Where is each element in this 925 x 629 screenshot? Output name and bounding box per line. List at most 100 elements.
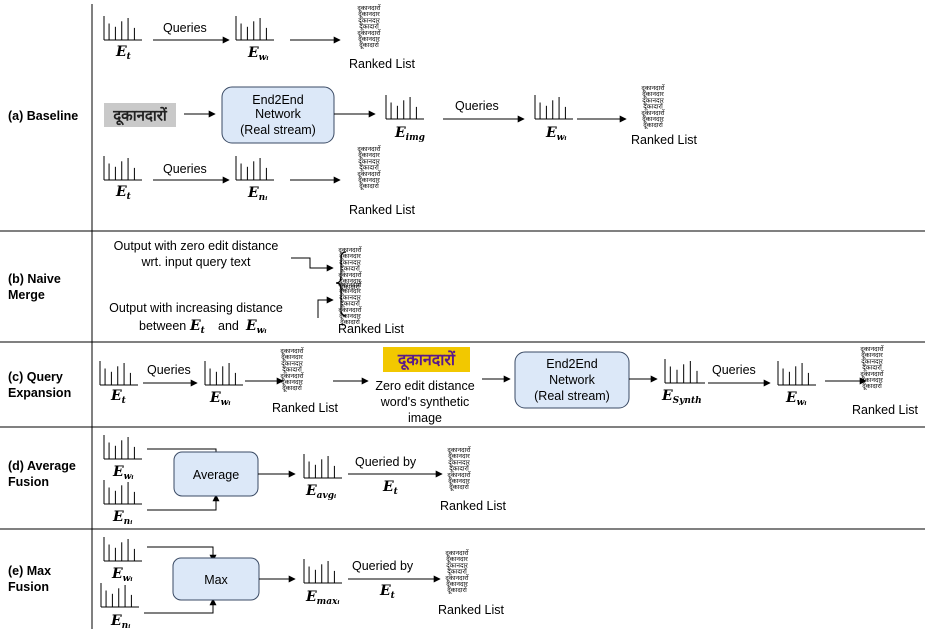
embedding-label-E-ni-a3: Enᵢ — [247, 185, 267, 203]
histogram-E-wi-c2 — [777, 361, 816, 386]
embedding-subscript: t — [391, 591, 396, 601]
histogram-E-ni-a3 — [235, 156, 274, 181]
embedding-symbol: Ewᵢ — [245, 318, 267, 336]
section-label-average-fusion-2: Fusion — [8, 475, 49, 489]
ranked-list-word: दूकादारों — [340, 300, 360, 308]
embedding-label-E-wi-c: Ewᵢ — [209, 390, 231, 408]
embedding-symbol: Enᵢ — [110, 613, 130, 629]
embedding-main: E — [111, 566, 123, 582]
ranked-list-word: दूकानदारों — [357, 145, 381, 153]
arrow-increasing — [317, 296, 334, 318]
ranked-list-word: दूकादारों — [447, 586, 467, 594]
section-label-query-expansion-2: Expansion — [8, 386, 71, 400]
ranked-list-word: दूकानदारों — [447, 471, 471, 479]
embedding-main: E — [661, 388, 673, 404]
arrow-E-wi-to-max — [147, 546, 217, 562]
ranked-list-word: दूकानदारों — [338, 271, 362, 279]
embedding-label-E-wi-d: Ewᵢ — [112, 464, 134, 482]
histogram-E-wi-a1 — [235, 16, 274, 41]
histogram-E-avg-d — [303, 454, 342, 479]
embedding-main: E — [382, 479, 394, 495]
histogram-E-img-a — [385, 95, 424, 120]
ranked-list-word: दूकादारों — [359, 164, 379, 172]
embedding-subscript: t — [127, 52, 132, 62]
word-image-synthetic: दूकानदारों — [383, 347, 470, 372]
embedding-subscript: wᵢ — [124, 472, 134, 482]
embedding-subscript: nᵢ — [259, 193, 268, 203]
ranked-list-word: दूकानदारों — [641, 84, 665, 92]
queries-label-a3: Queries — [163, 162, 207, 176]
end2end-box-text-a-2: Network — [255, 107, 302, 121]
ranked-list-e: दूकानदारोंदूकानदारदूकानदारदूकादारोंदूकान… — [445, 549, 469, 594]
ranked-list-word: दूकादारों — [359, 182, 379, 190]
embedding-main: E — [110, 613, 122, 629]
arrow-E-ni-to-average — [147, 494, 220, 511]
word-image-text: दूकानदारों — [112, 106, 168, 125]
ranked-list-word: दूकादारों — [449, 465, 469, 473]
ranked-list-word: दूकानदारों — [445, 574, 469, 582]
ranked-list-word: दूकानदारों — [338, 246, 362, 254]
embedding-subscript: t — [122, 396, 127, 406]
embedding-main: E — [785, 390, 797, 406]
zero-edit-text-1: Output with zero edit distance — [114, 239, 279, 253]
ranked-list-word: दूकानदार — [358, 151, 380, 159]
embedding-main: E — [110, 388, 122, 404]
ranked-list-word: दूकादारों — [862, 364, 882, 372]
ranked-list-word: दूकादारों — [359, 41, 379, 49]
synth-caption-3: image — [408, 411, 442, 425]
ranked-list-word: दूकानदार — [358, 35, 380, 43]
embedding-subscript: t — [127, 192, 132, 202]
ranked-list-word: दूकानदारों — [445, 549, 469, 557]
embedding-subscript: Synth — [673, 396, 702, 406]
ranked-list-word: दूकानदार — [448, 477, 470, 485]
embedding-symbol: Et — [115, 44, 132, 62]
ranked-list-word: दूकानदारों — [447, 446, 471, 454]
embedding-symbol: Ewᵢ — [209, 390, 231, 408]
histogram-E-wi-a2 — [534, 95, 573, 120]
end2end-box-text-a-3: (Real stream) — [240, 123, 316, 137]
ranked-list-word: दूकादारों — [862, 382, 882, 390]
section-label-max-fusion-1: (e) Max — [8, 564, 51, 578]
embedding-subscript: t — [201, 326, 206, 336]
ranked-list-word: दूकानदार — [446, 580, 468, 588]
ranked-list-label-a3: Ranked List — [349, 203, 416, 217]
queried-by-label-d: Queried by — [355, 455, 417, 469]
merge-brace — [335, 251, 347, 317]
embedding-subscript: nᵢ — [124, 517, 133, 527]
ranked-list-word: दूकानदार — [339, 252, 361, 260]
zero-edit-text-2: wrt. input query text — [140, 255, 251, 269]
ranked-list-label-b: Ranked List — [338, 322, 405, 336]
embedding-symbol: Eavgᵢ — [305, 483, 336, 501]
increasing-between: between — [139, 319, 186, 333]
ranked-list-a2: दूकानदारोंदूकानदारदूकानदारदूकादारोंदूकान… — [641, 84, 665, 129]
embedding-subscript: wᵢ — [221, 398, 231, 408]
ranked-list-word: दूकानदार — [281, 353, 303, 361]
ranked-list-word: दूकानदारों — [280, 347, 304, 355]
histogram-E-t-a3 — [103, 156, 142, 181]
ranked-list-a3: दूकानदारोंदूकानदारदूकानदारदूकादारोंदूकान… — [357, 145, 381, 190]
embedding-symbol: Et — [115, 184, 132, 202]
ranked-list-word: दूकानदार — [446, 561, 468, 569]
embedding-label-E-wi-e: Ewᵢ — [111, 566, 133, 584]
section-label-naive-merge-2: Merge — [8, 288, 45, 302]
ranked-list-word: दूकानदार — [861, 351, 883, 359]
embedding-label-E-wi-a1: Ewᵢ — [247, 45, 269, 63]
ranked-list-word: दूकानदार — [642, 90, 664, 98]
section-label-naive-merge-1: (b) Naive — [8, 272, 61, 286]
ranked-list-label-d: Ranked List — [440, 499, 507, 513]
embedding-subscript: maxᵢ — [317, 597, 340, 607]
word-image-text: दूकानदारों — [397, 350, 456, 371]
ranked-list-word: दूकानदार — [861, 376, 883, 384]
embedding-symbol: Et — [110, 388, 127, 406]
histogram-E-max-e — [303, 559, 342, 584]
embedding-label-E-t-b: Et — [189, 318, 206, 336]
embedding-label-E-ni-d: Enᵢ — [112, 509, 132, 527]
word-image-background — [104, 103, 176, 127]
end2end-box-text-c-1: End2End — [546, 357, 597, 371]
embedding-label-E-avg-d: Eavgᵢ — [305, 483, 336, 501]
synth-caption-2: word's synthetic — [380, 395, 470, 409]
queries-label-a1: Queries — [163, 21, 207, 35]
embedding-main: E — [305, 589, 317, 605]
ranked-list-word: दूकानदारों — [860, 370, 884, 378]
